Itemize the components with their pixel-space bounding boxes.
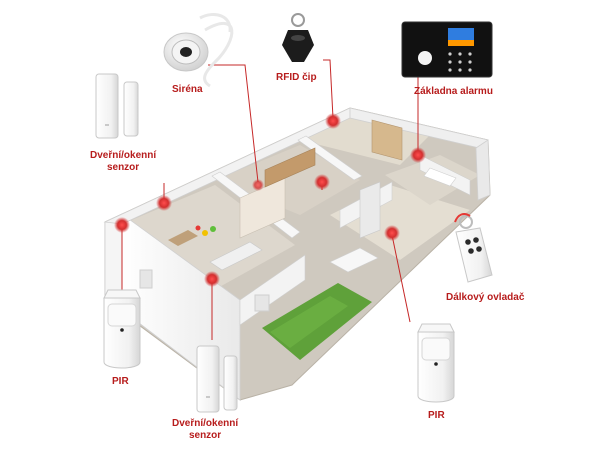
remote-btn-4 — [476, 246, 482, 252]
window-front-1 — [254, 294, 270, 312]
door-sensor-icon — [196, 345, 238, 413]
alarm-sos-button — [418, 51, 432, 65]
remote-btn-3 — [468, 248, 474, 254]
label-door-left-line2: senzor — [106, 162, 140, 173]
pir-right-top — [417, 323, 455, 333]
marker-base[interactable] — [410, 147, 426, 163]
toy-yellow — [202, 230, 208, 236]
rfid-tag-icon — [282, 13, 314, 62]
label-dalkovy: Dálkový ovladač — [446, 292, 525, 303]
label-door-sensor-left: Dveřní/okenní senzor — [90, 150, 156, 174]
floor-kitchen — [215, 145, 360, 215]
leader-lines — [121, 59, 419, 340]
door-sensor-icon — [95, 73, 139, 139]
pir-sensor-icon — [417, 323, 455, 403]
alarm-keypad — [448, 52, 472, 72]
bathtub — [423, 167, 457, 187]
rfid-ring — [291, 13, 305, 27]
bookshelf — [371, 119, 403, 161]
bed — [329, 247, 379, 273]
alarm-screen-ribbon — [448, 40, 474, 46]
door-sensor-bottom-led — [206, 396, 210, 398]
label-sirena: Siréna — [172, 84, 203, 95]
pir-sensor-icon — [103, 289, 141, 369]
rfid-highlight — [291, 35, 305, 41]
label-door-bottom-line2: senzor — [188, 430, 222, 441]
door-sensor-magnet — [123, 81, 139, 137]
toy-red — [195, 225, 201, 231]
garden-grass-shade — [270, 296, 348, 348]
siren-icon — [163, 13, 234, 88]
label-pir-left: PIR — [112, 376, 129, 387]
marker-door-bottom[interactable] — [204, 271, 220, 287]
remote-btn-2 — [473, 237, 479, 243]
siren-cable-2 — [199, 13, 232, 33]
remote-ring — [459, 215, 473, 229]
leader-siren — [208, 64, 259, 183]
marker-door-left[interactable] — [156, 195, 172, 211]
marker-rfid[interactable] — [325, 113, 341, 129]
label-door-left-line1: Dveřní/okenní — [90, 150, 157, 161]
sofa — [209, 241, 263, 271]
pir-right-lens — [421, 337, 451, 361]
leader-rfid — [323, 59, 334, 119]
marker-pir-right[interactable] — [384, 225, 400, 241]
siren-cable — [203, 22, 234, 88]
pir-left-led — [120, 328, 124, 332]
label-pir-right: PIR — [428, 410, 445, 421]
coffee-table — [168, 230, 198, 246]
marker-pir-left[interactable] — [114, 217, 130, 233]
door-sensor-main — [95, 73, 119, 139]
pir-right-led — [434, 362, 438, 366]
pir-left-top — [103, 289, 141, 299]
label-rfid: RFID čip — [276, 72, 317, 83]
remote-control-icon — [454, 213, 493, 283]
markers — [114, 113, 426, 287]
siren-core — [180, 47, 192, 57]
remote-btn-1 — [465, 239, 471, 245]
alarm-panel-icon — [401, 21, 493, 78]
rfid-body — [282, 30, 314, 62]
marker-kitchen[interactable] — [314, 174, 330, 190]
window-front-2 — [139, 269, 153, 289]
door-sensor-bottom-magnet — [223, 355, 238, 411]
label-door-sensor-bottom: Dveřní/okenní senzor — [172, 418, 238, 442]
wall-interior-2 — [297, 135, 363, 181]
alarm-panel-body — [401, 21, 493, 78]
label-door-bottom-line1: Dveřní/okenní — [172, 418, 239, 429]
toy-green — [210, 226, 216, 232]
wall-right-side — [475, 139, 491, 201]
label-zakladna: Základna alarmu — [414, 86, 493, 97]
terrace-door — [359, 181, 381, 239]
kitchen-cabinets — [264, 147, 316, 188]
marker-siren[interactable] — [252, 179, 264, 191]
door-sensor-bottom-main — [196, 345, 220, 413]
remote-body — [455, 227, 493, 283]
floor-bath — [385, 155, 480, 205]
leader-pir-right — [391, 234, 411, 323]
remote-antenna-red — [454, 213, 471, 223]
house-floorplan — [103, 107, 491, 402]
door-sensor-led — [105, 124, 109, 126]
pir-left-lens — [107, 303, 137, 327]
